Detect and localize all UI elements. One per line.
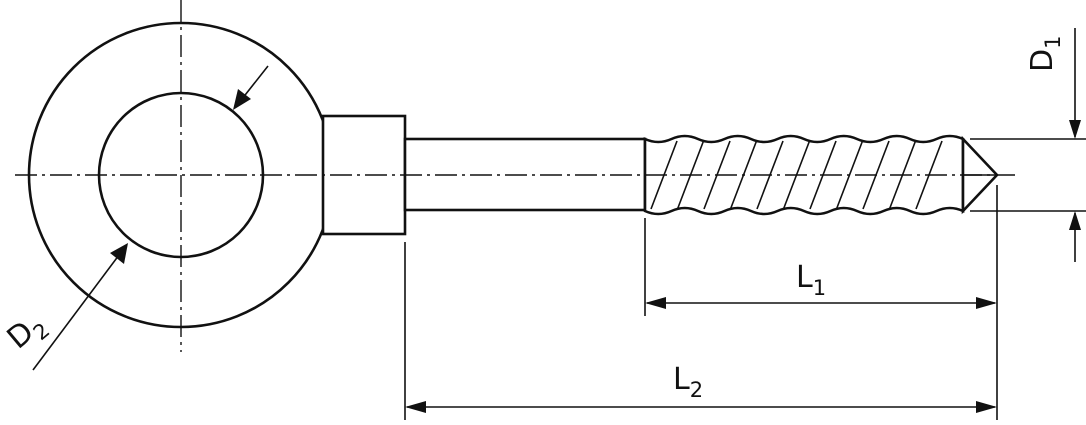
l2-label: L2 <box>673 362 703 402</box>
d1-label: D1 <box>1025 36 1065 72</box>
l2-dimension: L2 <box>404 242 997 420</box>
l1-dimension: L1 <box>644 185 998 420</box>
l1-label: L1 <box>796 260 826 300</box>
d1-dimension: D1 <box>970 28 1086 262</box>
